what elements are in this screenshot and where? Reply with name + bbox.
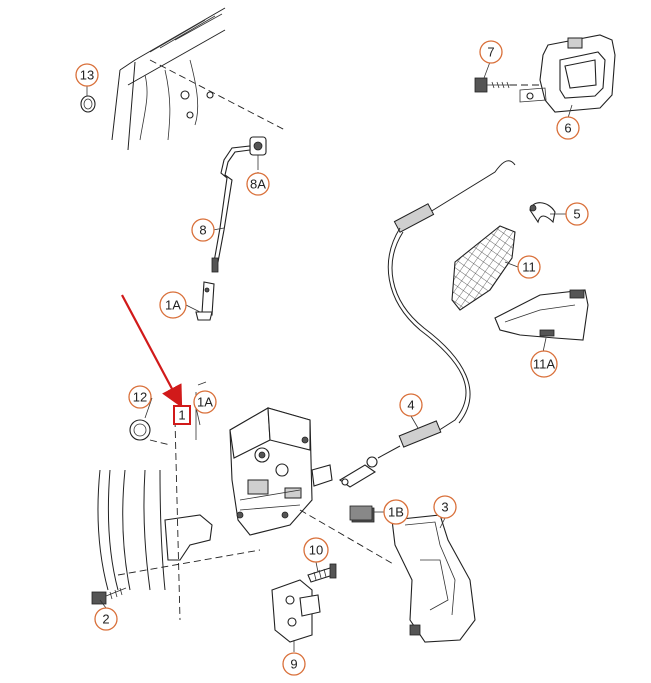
screw-7 [474, 77, 545, 93]
callout-9-label: 9 [290, 657, 297, 672]
callout-4[interactable]: 4 [399, 393, 423, 417]
foam-1b [349, 505, 375, 523]
callout-6[interactable]: 6 [556, 116, 580, 140]
callout-3[interactable]: 3 [433, 495, 457, 519]
callout-1-label: 1 [178, 408, 185, 423]
screw-10 [307, 563, 337, 583]
clip-5 [529, 202, 556, 224]
callout-8-label: 8 [199, 223, 206, 238]
callout-13-label: 13 [80, 68, 94, 83]
rod-end-1a [195, 281, 215, 321]
rod-8 [211, 145, 251, 273]
mesh-pad-11 [451, 225, 516, 311]
grommet-13 [80, 95, 96, 113]
cover-3 [391, 514, 476, 643]
callout-11a[interactable]: 11A [530, 350, 558, 378]
door-frame-upper [111, 7, 286, 151]
callout-10-label: 10 [309, 543, 323, 558]
callout-8a[interactable]: 8A [246, 172, 270, 196]
callout-1a-mid-label: 1A [197, 395, 213, 410]
callout-2-label: 2 [102, 612, 109, 627]
callout-1b-label: 1B [388, 505, 404, 520]
callout-11[interactable]: 11 [517, 255, 541, 279]
callout-7[interactable]: 7 [479, 40, 503, 64]
leader-lines [86, 61, 573, 652]
callout-1b[interactable]: 1B [383, 499, 409, 525]
door-frame-lower [97, 419, 261, 621]
callout-4-label: 4 [407, 398, 414, 413]
callout-11-label: 11 [522, 260, 536, 275]
callout-1a-top[interactable]: 1A [159, 291, 187, 319]
callout-3-label: 3 [441, 500, 448, 515]
callout-1a-mid[interactable]: 1A [193, 390, 217, 414]
handle-6 [519, 34, 616, 113]
callout-8[interactable]: 8 [191, 218, 215, 242]
callout-12-label: 12 [133, 390, 147, 405]
callout-12[interactable]: 12 [128, 385, 152, 409]
screw-2 [91, 587, 127, 605]
highlight-arrow [121, 294, 183, 408]
callout-2[interactable]: 2 [94, 607, 118, 631]
callout-5-label: 5 [573, 207, 580, 222]
callout-1-highlighted[interactable]: 1 [173, 405, 191, 425]
plug-12 [129, 419, 151, 441]
callout-13[interactable]: 13 [75, 63, 99, 87]
clip-8a [249, 136, 267, 170]
callout-5[interactable]: 5 [565, 202, 589, 226]
foam-11a [494, 289, 589, 341]
callout-10[interactable]: 10 [303, 537, 329, 563]
callout-6-label: 6 [564, 121, 571, 136]
callout-8a-label: 8A [250, 177, 266, 192]
callout-11a-label: 11A [533, 357, 555, 372]
callout-1a-top-label: 1A [165, 298, 181, 313]
door-lock-1 [229, 407, 396, 566]
callout-7-label: 7 [487, 45, 494, 60]
cable-4 [338, 160, 516, 488]
striker-9 [271, 579, 321, 643]
callout-9[interactable]: 9 [282, 652, 306, 676]
